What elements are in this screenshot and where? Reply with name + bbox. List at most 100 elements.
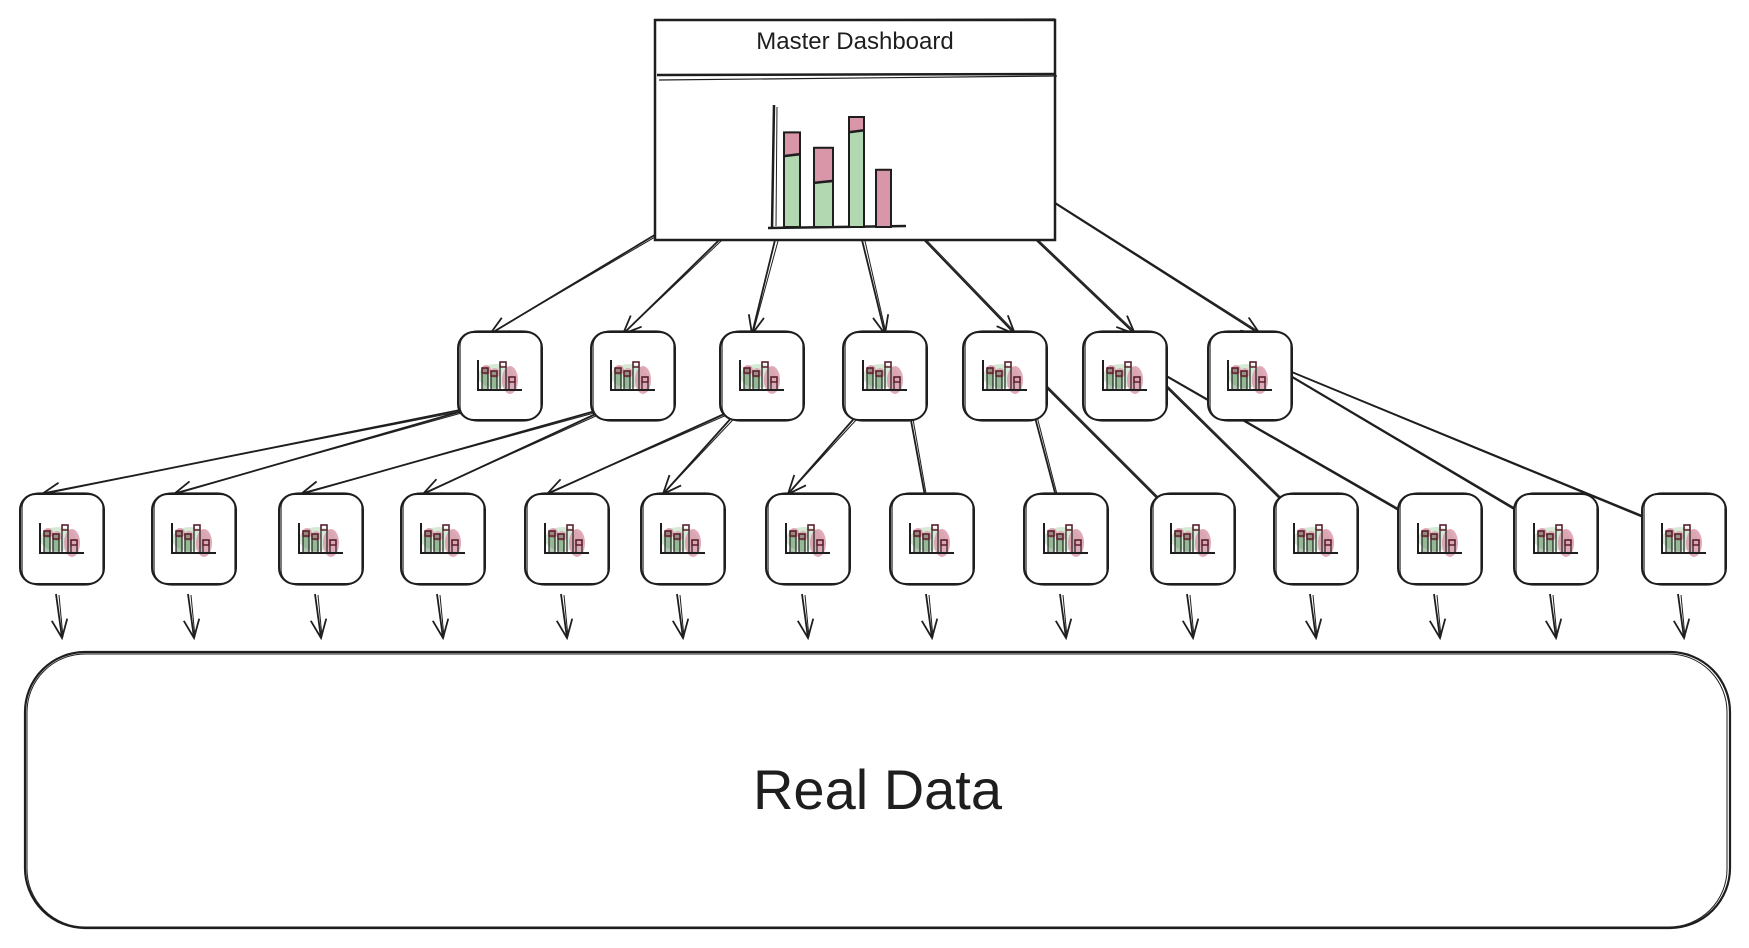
arrow-head bbox=[183, 618, 201, 641]
icon-bar-cap bbox=[193, 524, 201, 531]
icon-axes bbox=[477, 360, 522, 391]
master-dashboard-title: Master Dashboard bbox=[756, 28, 954, 55]
middle-node-dashboard-6[interactable] bbox=[1082, 330, 1168, 422]
sketch-stroke bbox=[526, 492, 609, 586]
sketch-stroke bbox=[1025, 492, 1108, 586]
icon-axes bbox=[1102, 360, 1147, 391]
icon-bar-cap bbox=[442, 524, 450, 531]
arrow-widget-to-data bbox=[556, 593, 574, 641]
icon-bar bbox=[875, 370, 883, 391]
sketch-stroke bbox=[439, 594, 445, 638]
sketch-stroke bbox=[1084, 330, 1167, 422]
icon-bar-cap bbox=[1555, 524, 1563, 531]
icon-bar-cap bbox=[875, 370, 883, 377]
icon-bar-cap bbox=[175, 530, 183, 537]
icon-bar bbox=[52, 533, 60, 554]
arrow-shaft bbox=[787, 405, 866, 495]
bottom-node-widget-11[interactable] bbox=[1273, 492, 1359, 586]
icon-bar-cap bbox=[893, 376, 901, 383]
icon-bar-cap bbox=[816, 539, 824, 546]
arrow-shaft bbox=[314, 593, 322, 639]
icon-bar-cap bbox=[1674, 533, 1682, 540]
sketch-stroke bbox=[928, 594, 934, 638]
icon-bar bbox=[1056, 533, 1064, 554]
middle-node-dashboard-1[interactable] bbox=[457, 330, 543, 422]
icon-bar-cap bbox=[673, 533, 681, 540]
bar-segment-pink bbox=[848, 116, 865, 133]
arrow-shaft bbox=[676, 593, 684, 639]
arrow-shaft bbox=[55, 593, 63, 639]
sketch-stroke bbox=[891, 492, 974, 586]
icon-bar bbox=[1183, 533, 1191, 554]
sketch-stroke bbox=[301, 406, 617, 494]
middle-node-dashboard-3[interactable] bbox=[719, 330, 805, 422]
icon-bar-cap bbox=[761, 361, 769, 368]
arrow-widget-to-data bbox=[1673, 593, 1691, 641]
bottom-node-widget-1[interactable] bbox=[19, 492, 105, 586]
sketch-stroke bbox=[767, 492, 850, 586]
arrow-widget-to-data bbox=[51, 593, 69, 641]
icon-bar bbox=[1047, 530, 1055, 554]
bottom-node-widget-5[interactable] bbox=[524, 492, 610, 586]
bottom-node-widget-12[interactable] bbox=[1397, 492, 1483, 586]
bottom-node-widget-3[interactable] bbox=[278, 492, 364, 586]
middle-node-dashboard-4[interactable] bbox=[842, 330, 928, 422]
master-dashboard[interactable] bbox=[653, 18, 1058, 242]
mini-bar-chart-icon bbox=[477, 360, 522, 394]
icon-axes bbox=[1533, 523, 1578, 554]
icon-axes bbox=[1043, 523, 1088, 554]
arrow-shaft bbox=[1186, 593, 1194, 639]
icon-bar-cap bbox=[1115, 370, 1123, 377]
icon-bar bbox=[1674, 533, 1682, 554]
arrow-shaft bbox=[1677, 593, 1685, 639]
bottom-node-widget-6[interactable] bbox=[640, 492, 726, 586]
icon-bar-cap bbox=[1047, 530, 1055, 537]
middle-node-dashboard-5[interactable] bbox=[962, 330, 1048, 422]
arrow-widget-to-data bbox=[1429, 593, 1447, 641]
icon-axes bbox=[298, 523, 343, 554]
bottom-node-widget-7[interactable] bbox=[765, 492, 851, 586]
arrow-shaft bbox=[662, 405, 743, 495]
icon-bar-cap bbox=[1124, 361, 1132, 368]
icon-bar bbox=[424, 530, 432, 554]
icon-bar-cap bbox=[61, 524, 69, 531]
sketch-stroke bbox=[1142, 361, 1442, 534]
icon-bar-cap bbox=[1430, 533, 1438, 540]
icon-bar-cap bbox=[1306, 533, 1314, 540]
bar-segment-pink bbox=[875, 168, 892, 228]
sketch-stroke bbox=[1275, 492, 1358, 586]
mini-bar-chart-icon bbox=[739, 360, 784, 394]
sketch-stroke bbox=[280, 492, 363, 586]
sketch-stroke bbox=[642, 492, 725, 586]
arrow-head bbox=[556, 618, 574, 641]
middle-node-dashboard-7[interactable] bbox=[1207, 330, 1293, 422]
sketch-stroke bbox=[1312, 594, 1318, 638]
bottom-node-widget-8[interactable] bbox=[889, 492, 975, 586]
icon-bar bbox=[43, 530, 51, 554]
bottom-node-widget-9[interactable] bbox=[1023, 492, 1109, 586]
icon-bar-cap bbox=[995, 370, 1003, 377]
bottom-node-widget-2[interactable] bbox=[151, 492, 237, 586]
sketch-stroke bbox=[1643, 492, 1726, 586]
sketch-stroke bbox=[964, 330, 1047, 422]
real-data-store[interactable] bbox=[23, 650, 1732, 930]
middle-node-dashboard-2[interactable] bbox=[590, 330, 676, 422]
mini-bar-chart-icon bbox=[1533, 523, 1578, 557]
sketch-stroke bbox=[788, 406, 869, 494]
bar-outline bbox=[875, 168, 892, 229]
icon-axes bbox=[862, 360, 907, 391]
arrow-head bbox=[1429, 618, 1447, 641]
arrow-shaft bbox=[1139, 360, 1441, 535]
mini-bar-chart-icon bbox=[298, 523, 343, 557]
icon-bar bbox=[986, 367, 994, 391]
bottom-node-widget-13[interactable] bbox=[1513, 492, 1599, 586]
bottom-node-widget-10[interactable] bbox=[1150, 492, 1236, 586]
sketch-stroke bbox=[1552, 594, 1558, 638]
arrow-widget-to-data bbox=[1305, 593, 1323, 641]
bottom-node-widget-4[interactable] bbox=[400, 492, 486, 586]
bottom-node-widget-14[interactable] bbox=[1641, 492, 1727, 586]
icon-bar-cap bbox=[508, 376, 516, 383]
icon-bar-cap bbox=[1133, 376, 1141, 383]
sketch-stroke bbox=[864, 240, 887, 334]
arrow-shaft bbox=[801, 593, 809, 639]
